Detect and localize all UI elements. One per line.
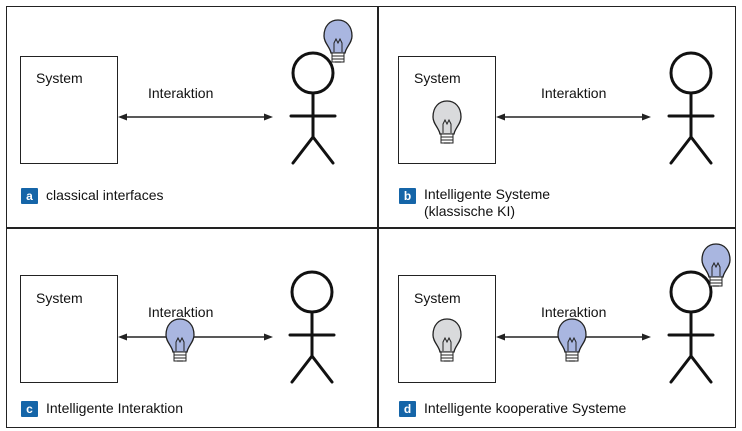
system-box-a [20,56,118,164]
badge-c: c [21,401,38,417]
caption-c: Intelligente Interaktion [46,400,183,417]
caption-b-line-1: Intelligente Systeme [424,186,551,202]
diagram-frame [6,6,736,428]
system-label-c: System [36,290,83,306]
vertical-divider [377,6,379,428]
caption-b-line-2: (klassische KI) [424,203,516,219]
horizontal-divider [6,227,736,229]
badge-a: a [21,188,38,204]
system-label-d: System [414,290,461,306]
badge-b: b [399,188,416,204]
caption-d-line-1: Intelligente kooperative Systeme [424,400,627,416]
system-label-b: System [414,70,461,86]
caption-b: Intelligente Systeme (klassische KI) [424,186,550,220]
caption-c-line-1: Intelligente Interaktion [46,400,183,416]
interaction-label-b: Interaktion [541,85,607,101]
badge-d: d [399,401,416,417]
interaction-label-a: Interaktion [148,85,214,101]
interaction-label-c: Interaktion [148,304,214,320]
interaction-label-d: Interaktion [541,304,607,320]
system-box-c [20,275,118,383]
system-label-a: System [36,70,83,86]
caption-a: classical interfaces [46,187,164,204]
caption-d: Intelligente kooperative Systeme [424,400,626,417]
caption-a-line-1: classical interfaces [46,187,164,203]
